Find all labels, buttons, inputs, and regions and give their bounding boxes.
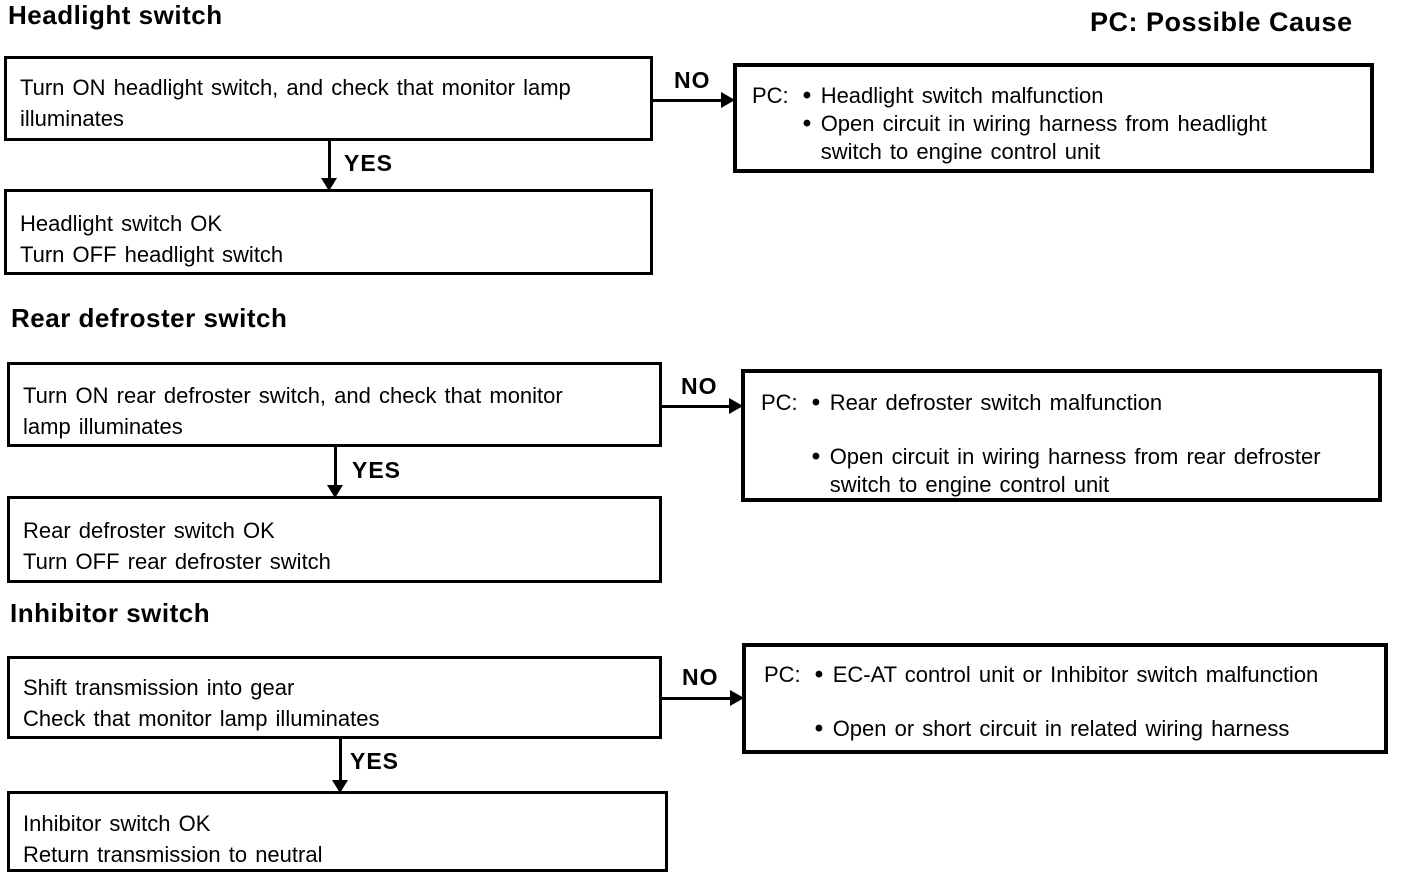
section-heading-inhibitor-switch: Inhibitor switch (10, 598, 211, 628)
pc-item: Headlight switch malfunction (802, 82, 1360, 110)
pc-prefix-label: PC: (752, 83, 789, 108)
pc-item: EC-AT control unit or Inhibitor switch m… (814, 661, 1374, 689)
pc-prefix-label: PC: (761, 390, 798, 415)
pc-prefix-label: PC: (764, 662, 801, 687)
no-arrow (659, 690, 744, 706)
yes-branch-label: YES (344, 150, 394, 176)
pc-item: Open or short circuit in related wiring … (814, 715, 1374, 743)
test-step-box-inhibitor: Shift transmission into gear Check that … (7, 656, 662, 739)
test-step-box-rear-defroster: Turn ON rear defroster switch, and check… (7, 362, 662, 447)
result-text-line: Inhibitor switch OK (23, 811, 211, 836)
yes-arrow (321, 139, 337, 191)
test-step-text-line: Turn ON headlight switch, and check that… (20, 75, 571, 100)
section-heading-rear-defroster-switch: Rear defroster switch (11, 303, 288, 333)
result-box-headlight: Headlight switch OK Turn OFF headlight s… (4, 189, 653, 275)
pc-item: Open circuit in wiring harness from rear… (811, 443, 1368, 499)
test-step-text-line: Check that monitor lamp illuminates (23, 706, 380, 731)
test-step-text-line: illuminates (20, 106, 124, 131)
yes-branch-label: YES (350, 748, 400, 774)
result-text-line: Turn OFF rear defroster switch (23, 549, 331, 574)
no-arrow (652, 92, 735, 108)
yes-arrow (327, 445, 343, 498)
test-step-text-line: lamp illuminates (23, 414, 183, 439)
pc-item: Open circuit in wiring harness from head… (802, 110, 1331, 166)
test-step-text-line: Turn ON rear defroster switch, and check… (23, 383, 563, 408)
pc-item-list: Headlight switch malfunction Open circui… (802, 82, 1360, 166)
result-box-inhibitor: Inhibitor switch OK Return transmission … (7, 791, 668, 872)
pc-item-list: Rear defroster switch malfunction Open c… (811, 389, 1368, 499)
result-text-line: Rear defroster switch OK (23, 518, 275, 543)
possible-cause-box-inhibitor: PC: EC-AT control unit or Inhibitor swit… (742, 643, 1388, 754)
yes-arrow (332, 736, 348, 793)
no-arrow (661, 398, 743, 414)
test-step-text-line: Shift transmission into gear (23, 675, 295, 700)
possible-cause-box-headlight: PC: Headlight switch malfunction Open ci… (733, 63, 1374, 173)
result-box-rear-defroster: Rear defroster switch OK Turn OFF rear d… (7, 496, 662, 583)
possible-cause-box-rear-defroster: PC: Rear defroster switch malfunction Op… (741, 369, 1382, 502)
result-text-line: Return transmission to neutral (23, 842, 323, 867)
result-text-line: Turn OFF headlight switch (20, 242, 284, 267)
no-branch-label: NO (681, 373, 718, 399)
section-heading-headlight-switch: Headlight switch (8, 0, 223, 30)
test-step-box-headlight: Turn ON headlight switch, and check that… (4, 56, 653, 141)
result-text-line: Headlight switch OK (20, 211, 223, 236)
possible-cause-legend: PC: Possible Cause (1090, 7, 1353, 37)
pc-item-list: EC-AT control unit or Inhibitor switch m… (814, 661, 1374, 743)
yes-branch-label: YES (352, 457, 402, 483)
no-branch-label: NO (674, 67, 711, 93)
no-branch-label: NO (682, 664, 719, 690)
pc-item: Rear defroster switch malfunction (811, 389, 1368, 417)
